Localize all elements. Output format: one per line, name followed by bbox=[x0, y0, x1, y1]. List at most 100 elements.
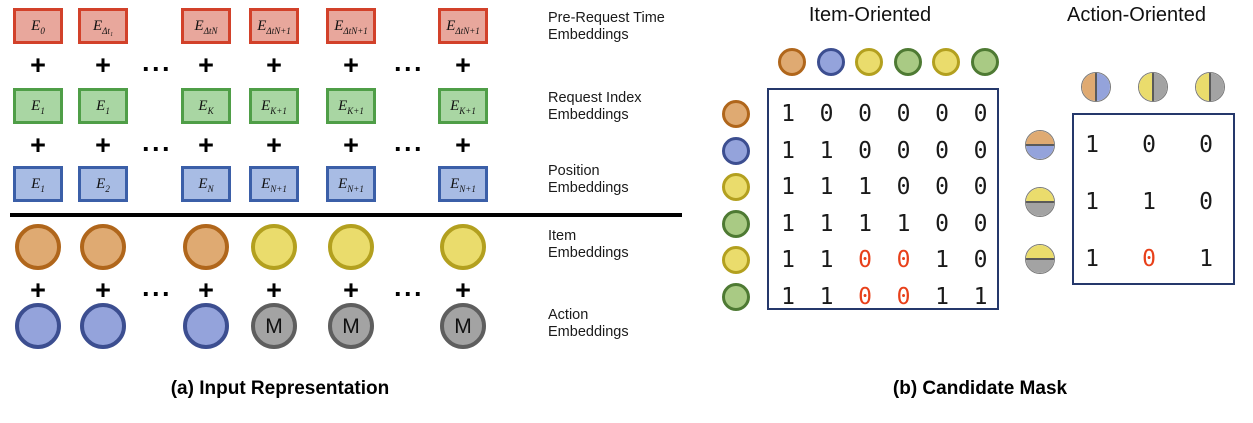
half-b bbox=[1096, 73, 1110, 101]
cell-text: E0 bbox=[31, 17, 45, 36]
item-oriented-cell-1-1: 1 bbox=[819, 137, 834, 164]
mask-glyph: M bbox=[454, 314, 472, 338]
item-oriented-cell-2-4: 0 bbox=[935, 174, 949, 200]
plus-operator: + bbox=[266, 130, 282, 160]
cell-text: EN+1 bbox=[450, 175, 476, 194]
plus-operator: + bbox=[343, 50, 359, 80]
pre-request-time-cell: EΔtN+1 bbox=[326, 8, 376, 44]
item-oriented-row-circle-5 bbox=[722, 282, 750, 311]
action-oriented-row-circle-2 bbox=[1025, 244, 1055, 274]
plus-operator: + bbox=[30, 50, 46, 80]
item-oriented-cell-2-1: 1 bbox=[819, 174, 834, 200]
half-divider bbox=[1152, 73, 1154, 101]
plus-operator: + bbox=[95, 50, 111, 80]
action-oriented-cell-2-1: 0 bbox=[1142, 246, 1156, 272]
item-oriented-col-circle-0 bbox=[778, 48, 806, 76]
action-mask-circle: M bbox=[440, 303, 486, 349]
cell-text: EΔtN+1 bbox=[446, 17, 480, 36]
item-oriented-col-circle-4 bbox=[932, 48, 960, 76]
plus-operator: + bbox=[30, 130, 46, 160]
item-oriented-cell-4-0: 1 bbox=[781, 247, 795, 273]
action-oriented-cell-2-0: 1 bbox=[1085, 246, 1099, 272]
item-oriented-cell-1-3: 0 bbox=[896, 137, 911, 164]
half-divider bbox=[1095, 73, 1097, 101]
item-oriented-cell-3-1: 1 bbox=[819, 210, 834, 237]
item-oriented-cell-0-2: 0 bbox=[858, 101, 872, 127]
request-index-cell: E1 bbox=[78, 88, 128, 124]
plus-operator: + bbox=[455, 275, 471, 305]
ellipsis: ··· bbox=[142, 279, 172, 309]
item-oriented-cell-1-2: 0 bbox=[858, 137, 872, 164]
action-embedding-circle bbox=[15, 303, 61, 349]
pre-request-time-cell: EΔtN+1 bbox=[438, 8, 488, 44]
item-oriented-cell-3-5: 0 bbox=[973, 210, 988, 237]
action-oriented-cell-2-2: 1 bbox=[1199, 246, 1213, 272]
cell-text: E1 bbox=[96, 97, 110, 116]
item-oriented-cell-3-0: 1 bbox=[781, 210, 795, 237]
action-oriented-row-circle-1 bbox=[1025, 187, 1055, 217]
item-oriented-cell-3-2: 1 bbox=[858, 210, 872, 237]
half-a bbox=[1026, 131, 1054, 145]
cell-text: EK bbox=[198, 97, 214, 116]
item-oriented-row-circle-4 bbox=[722, 246, 750, 274]
action-oriented-cell-0-1: 0 bbox=[1142, 132, 1156, 158]
item-oriented-cell-4-5: 0 bbox=[973, 247, 988, 273]
item-oriented-title: Item-Oriented bbox=[808, 4, 932, 26]
item-oriented-cell-5-2: 0 bbox=[858, 283, 872, 310]
item-oriented-cell-1-4: 0 bbox=[935, 137, 949, 164]
mask-glyph: M bbox=[265, 314, 283, 338]
half-b bbox=[1026, 202, 1054, 216]
action-mask-circle: M bbox=[251, 303, 297, 349]
cell-text: E2 bbox=[96, 175, 110, 194]
cell-text: EK+1 bbox=[450, 97, 476, 116]
item-oriented-cell-2-5: 0 bbox=[973, 174, 988, 200]
item-embeddings-label: Item Embeddings bbox=[548, 228, 629, 261]
item-oriented-col-circle-1 bbox=[816, 48, 845, 76]
half-a bbox=[1026, 188, 1054, 202]
ellipsis: ··· bbox=[394, 279, 424, 309]
ellipsis: ··· bbox=[394, 134, 424, 164]
plus-operator: + bbox=[455, 50, 471, 80]
position-cell: E1 bbox=[13, 166, 63, 202]
action-oriented-cell-0-0: 1 bbox=[1085, 132, 1099, 158]
item-oriented-row-circle-0 bbox=[722, 100, 750, 128]
position-cell: EN+1 bbox=[249, 166, 299, 202]
item-oriented-cell-2-2: 1 bbox=[858, 174, 872, 200]
item-oriented-cell-4-1: 1 bbox=[819, 247, 834, 273]
plus-operator: + bbox=[266, 50, 282, 80]
action-embedding-circle bbox=[183, 303, 229, 349]
cell-text: EΔt₁ bbox=[92, 17, 114, 36]
panel-a-caption: (a) Input Representation bbox=[170, 378, 390, 399]
cell-text: EN bbox=[198, 175, 214, 194]
position-cell: EN+1 bbox=[326, 166, 376, 202]
cell-text: EK+1 bbox=[261, 97, 287, 116]
item-oriented-cell-5-4: 1 bbox=[935, 283, 949, 310]
ellipsis: ··· bbox=[142, 134, 172, 164]
cell-text: EN+1 bbox=[338, 175, 364, 194]
request-index-cell: E1 bbox=[13, 88, 63, 124]
mask-glyph: M bbox=[342, 314, 360, 338]
item-embedding-circle bbox=[15, 224, 61, 270]
item-oriented-row-circle-1 bbox=[722, 136, 750, 165]
item-embedding-circle bbox=[440, 224, 486, 270]
item-embedding-circle bbox=[328, 224, 374, 270]
action-oriented-cell-1-1: 1 bbox=[1142, 189, 1156, 215]
cell-text: EΔtN+1 bbox=[257, 17, 291, 36]
item-oriented-col-circle-2 bbox=[855, 48, 883, 76]
plus-operator: + bbox=[266, 275, 282, 305]
item-oriented-cell-1-0: 1 bbox=[781, 137, 795, 164]
request-index-cell: EK+1 bbox=[249, 88, 299, 124]
request-index-embeddings-label: Request Index Embeddings bbox=[548, 90, 642, 123]
item-oriented-cell-2-3: 0 bbox=[896, 174, 911, 200]
plus-operator: + bbox=[30, 275, 46, 305]
item-oriented-cell-5-0: 1 bbox=[781, 283, 795, 310]
plus-operator: + bbox=[343, 275, 359, 305]
position-cell: EN bbox=[181, 166, 231, 202]
panel-b-caption: (b) Candidate Mask bbox=[892, 378, 1068, 399]
plus-operator: + bbox=[198, 50, 214, 80]
item-embedding-circle bbox=[183, 224, 229, 270]
cell-text: EΔtN+1 bbox=[334, 17, 368, 36]
plus-operator: + bbox=[95, 275, 111, 305]
